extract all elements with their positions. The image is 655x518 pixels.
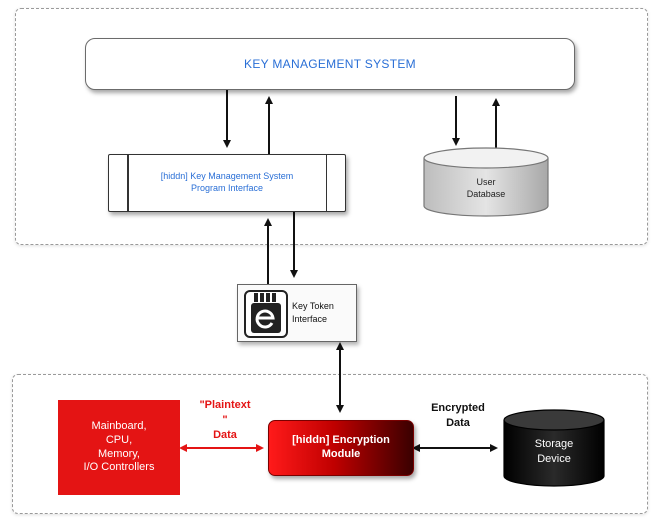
storage-line1: Storage bbox=[534, 438, 574, 451]
key-token-line1: Key Token bbox=[292, 301, 334, 312]
key-management-system-box: KEY MANAGEMENT SYSTEM bbox=[85, 38, 575, 90]
plaintext-line2: " bbox=[222, 413, 228, 426]
api-label-line1: [hiddn] Key Management System bbox=[160, 171, 294, 182]
plaintext-data-label: "Plaintext " Data bbox=[185, 398, 265, 443]
mainboard-line3: Memory, bbox=[98, 447, 140, 460]
encrypted-line2: Data bbox=[446, 416, 470, 429]
plaintext-line3: Data bbox=[213, 428, 237, 441]
mainboard-line4: I/O Controllers bbox=[83, 461, 155, 474]
storage-device-icon bbox=[503, 409, 605, 487]
encrypted-data-label: Encrypted Data bbox=[416, 401, 500, 431]
kms-program-interface-box: [hiddn] Key Management System Program In… bbox=[108, 154, 346, 212]
api-label-line2: Program Interface bbox=[190, 183, 264, 193]
encrypted-line1: Encrypted bbox=[431, 402, 485, 414]
mainboard-box: Mainboard, CPU, Memory, I/O Controllers bbox=[58, 400, 180, 495]
encryption-module-box: [hiddn] Encryption Module bbox=[268, 420, 414, 476]
storage-line2: Device bbox=[537, 453, 571, 465]
key-token-interface-box: Key Token Interface bbox=[237, 284, 357, 342]
key-token-line2: Interface bbox=[292, 314, 328, 324]
mainboard-line2: CPU, bbox=[105, 433, 133, 446]
plaintext-line1: "Plaintext bbox=[199, 399, 251, 411]
user-db-line2: Database bbox=[466, 189, 506, 199]
user-database-icon bbox=[423, 147, 549, 217]
encryption-line2: Module bbox=[321, 448, 361, 460]
key-token-icon bbox=[244, 290, 288, 338]
user-db-line1: User bbox=[476, 176, 496, 187]
user-database-label: User Database bbox=[424, 170, 548, 206]
mainboard-line1: Mainboard, bbox=[91, 420, 147, 432]
kms-title: KEY MANAGEMENT SYSTEM bbox=[244, 57, 416, 71]
encryption-line1: [hiddn] Encryption bbox=[292, 434, 390, 447]
storage-device-label: Storage Device bbox=[504, 434, 604, 470]
